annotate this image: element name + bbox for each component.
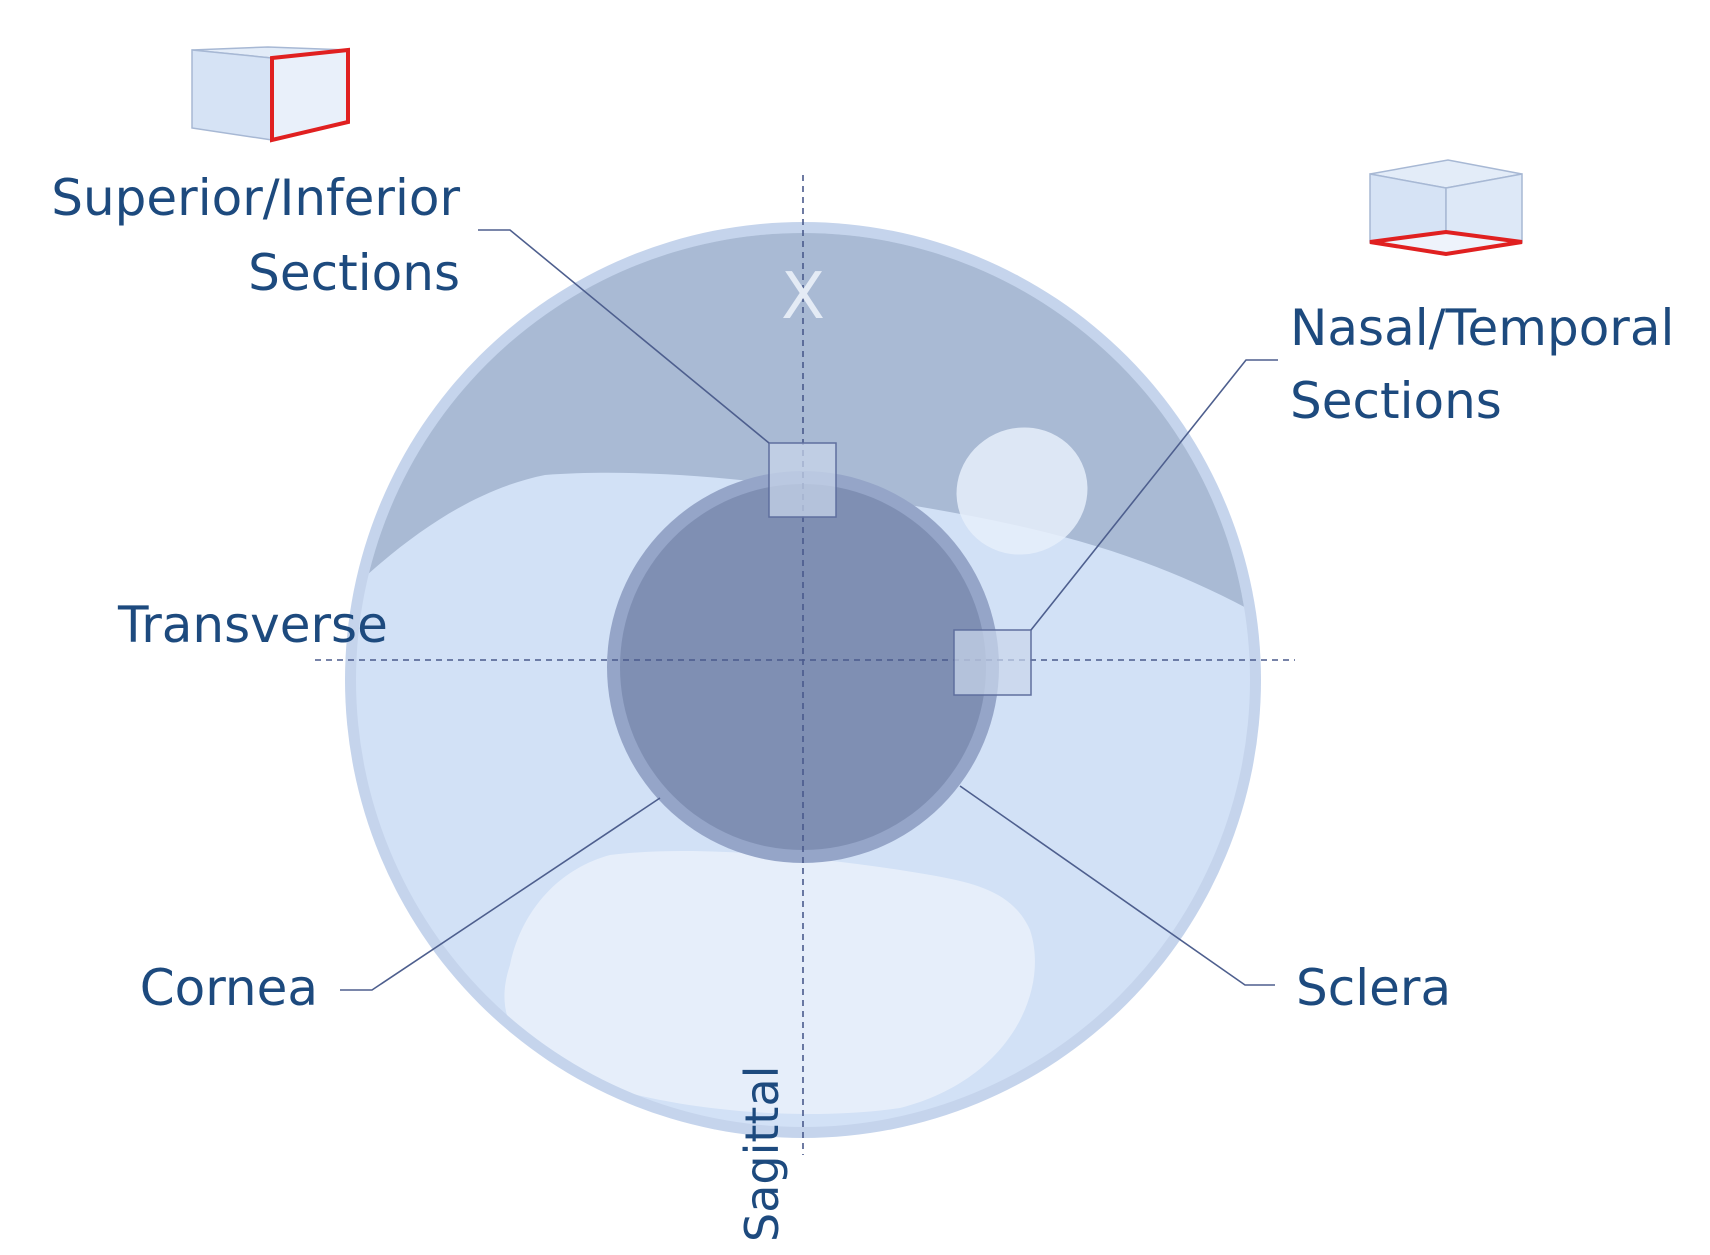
nasal-section-sample — [953, 629, 1032, 696]
transverse-label: Transverse — [117, 596, 388, 654]
cornea-leader — [340, 797, 661, 991]
superior-section-sample — [768, 442, 837, 518]
superior-inferior-label-line1: Superior/Inferior — [51, 169, 460, 227]
sagittal-label: Sagittal — [735, 1066, 789, 1242]
superior-inferior-cube-icon — [191, 46, 350, 143]
nasal-temporal-cube-icon — [1369, 159, 1523, 257]
sclera-leader — [959, 785, 1275, 986]
cornea — [620, 484, 986, 850]
x-marker: X — [781, 260, 825, 334]
nasal-temporal-leader — [1030, 359, 1278, 631]
eye-illustration — [345, 222, 1261, 1138]
cornea-label: Cornea — [140, 959, 318, 1017]
light-reflection — [956, 427, 1088, 555]
superior-inferior-leader — [478, 229, 770, 444]
nasal-temporal-label-line2: Sections — [1290, 372, 1502, 430]
lower-highlight-area — [504, 850, 1035, 1115]
superior-inferior-label-line2: Sections — [248, 244, 460, 302]
sclera-label: Sclera — [1296, 959, 1451, 1017]
nasal-temporal-label-line1: Nasal/Temporal — [1290, 299, 1674, 357]
